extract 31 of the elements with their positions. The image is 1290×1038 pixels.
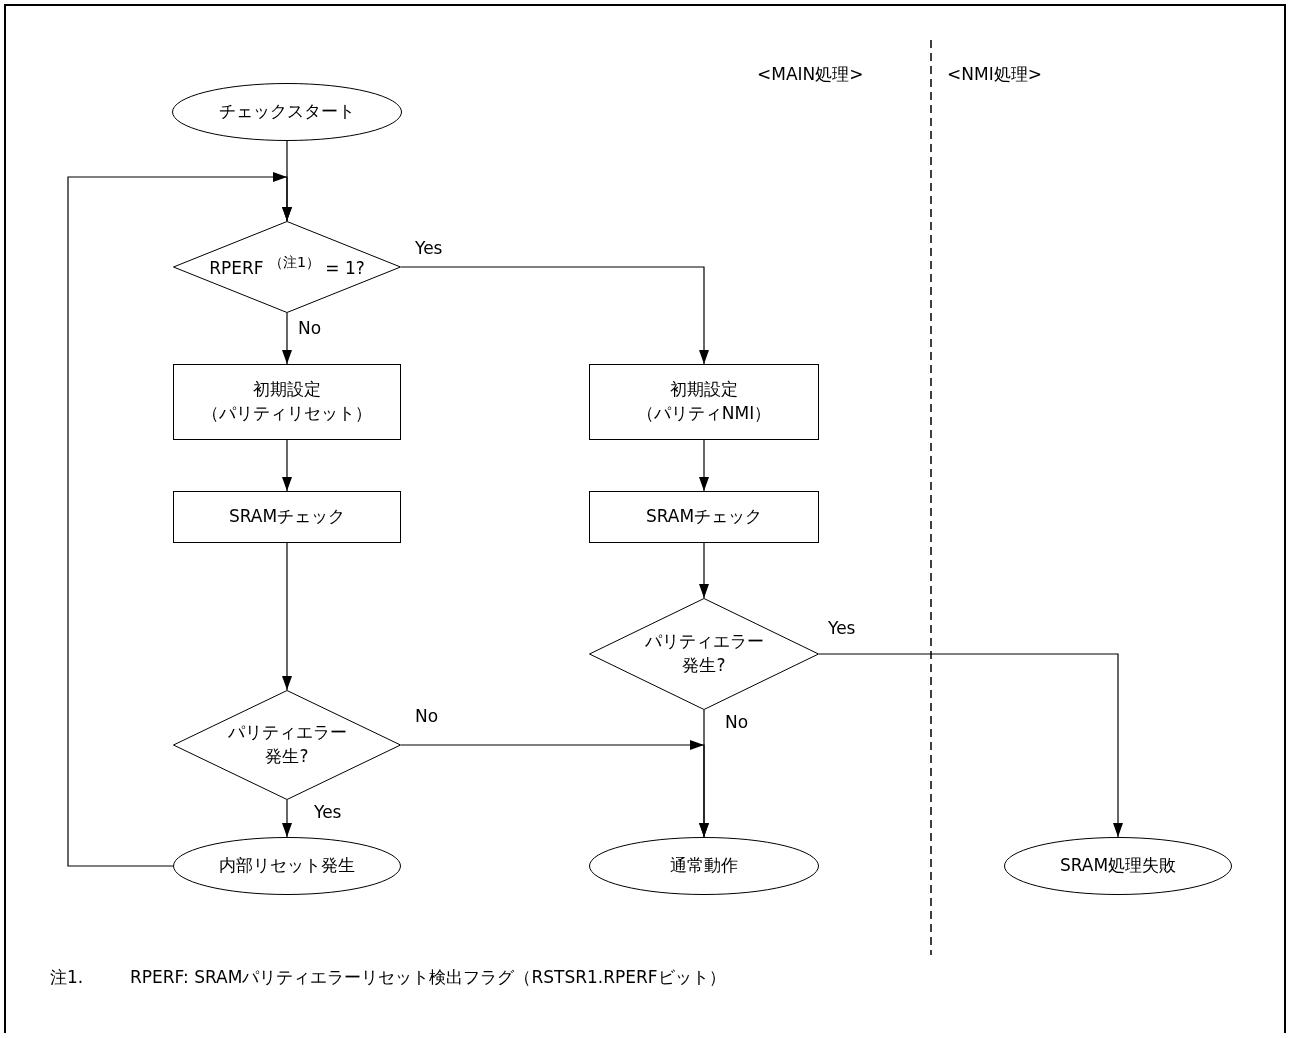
arrow	[282, 799, 292, 838]
arrow	[282, 439, 292, 492]
process-box: 初期設定（パリティNMI）	[589, 364, 819, 440]
arrow	[400, 740, 709, 838]
footnote-mark: 注1.	[50, 967, 84, 988]
edge-label: Yes	[415, 238, 443, 259]
terminal-ellipse: 通常動作	[589, 837, 819, 895]
footnote-text: RPERF: SRAMパリティエラーリセット検出フラグ（RSTSR1.RPERFビット）	[130, 967, 726, 988]
process-box: SRAMチェック	[173, 491, 401, 543]
edge-label: Yes	[828, 618, 856, 639]
arrow	[282, 542, 292, 691]
arrow	[699, 542, 709, 599]
process-box: SRAMチェック	[589, 491, 819, 543]
section-heading: <NMI処理>	[947, 64, 1042, 85]
process-box: 初期設定（パリティリセット）	[173, 364, 401, 440]
arrow	[400, 266, 709, 365]
edge-label: Yes	[314, 802, 342, 823]
terminal-ellipse: SRAM処理失敗	[1004, 837, 1232, 895]
edge-label: No	[725, 712, 749, 733]
edge-label: No	[415, 706, 439, 727]
decision-diamond: パリティエラー発生?	[173, 690, 401, 800]
terminal-ellipse: 内部リセット発生	[173, 837, 401, 895]
arrow	[282, 312, 292, 365]
edge-label: No	[298, 318, 322, 339]
arrow	[699, 439, 709, 492]
decision-diamond: パリティエラー発生?	[589, 598, 819, 710]
section-heading: <MAIN処理>	[757, 64, 864, 85]
arrow	[818, 653, 1123, 838]
decision-diamond: RPERF $^{（注1）}$ = 1?	[173, 221, 401, 313]
arrow	[67, 172, 292, 867]
terminal-ellipse: チェックスタート	[172, 83, 402, 141]
